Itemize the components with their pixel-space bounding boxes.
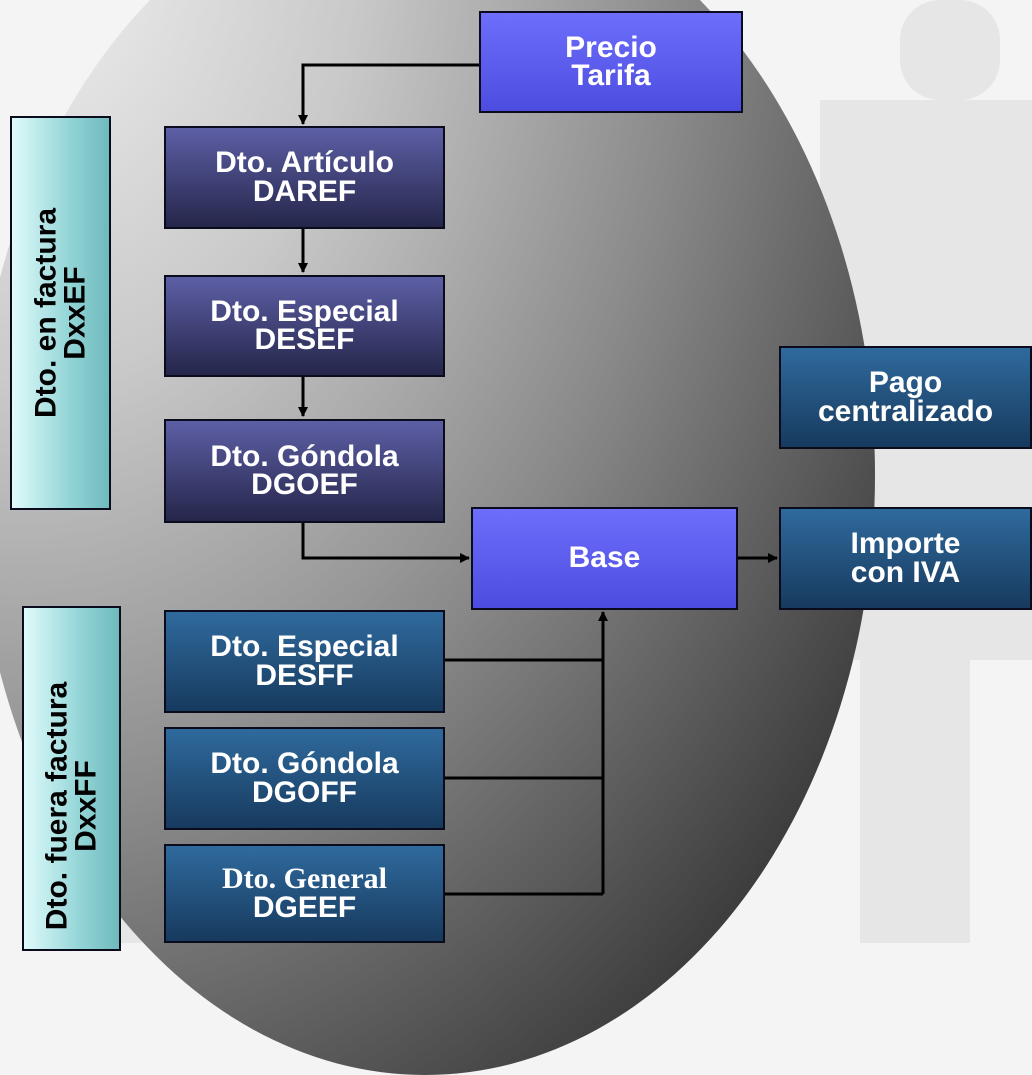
dto-especial-ff-line2: DESFF	[255, 658, 354, 692]
box-dto-gondola-ff: Dto. Góndola DGOFF	[164, 727, 445, 830]
precio-tarifa-line2: Tarifa	[571, 59, 651, 92]
box-importe-con-iva: Importe con IVA	[779, 507, 1032, 610]
precio-tarifa-line1: Precio	[565, 30, 657, 64]
box-pago-centralizado: Pago centralizado	[779, 346, 1032, 449]
importe-line1: Importe	[850, 527, 961, 560]
arrow-gondola-to-base	[301, 522, 470, 563]
box-dto-general: Dto. General DGEEF	[164, 844, 445, 943]
dto-gondola-ef-line1: Dto. Góndola	[210, 439, 399, 473]
box-dto-especial-ef: Dto. Especial DESEF	[164, 275, 445, 377]
box-dto-articulo: Dto. Artículo DAREF	[164, 126, 445, 229]
dto-articulo-line2: DAREF	[252, 174, 357, 208]
box-base: Base	[471, 507, 738, 610]
dto-gondola-ff-line2: DGOFF	[252, 775, 357, 809]
base-label: Base	[568, 541, 641, 575]
background-figure-leg	[860, 640, 970, 943]
dto-gondola-ef-line2: DGOEF	[251, 468, 358, 501]
label-dto-fuera-factura: Dto. fuera factura DxxFF	[22, 606, 121, 951]
pago-line1: Pago	[868, 366, 943, 399]
background-figure-head	[900, 0, 1000, 100]
dto-especial-ff-line1: Dto. Especial	[210, 630, 399, 663]
dto-general-line1: Dto. General	[222, 862, 387, 895]
arrow-precio-to-articulo	[298, 63, 480, 125]
dto-gondola-ff-line1: Dto. Góndola	[210, 747, 399, 780]
dto-general-line2: DGEEF	[252, 890, 357, 924]
box-precio-tarifa: Precio Tarifa	[479, 11, 743, 113]
dto-especial-ef-line1: Dto. Especial	[210, 294, 399, 328]
importe-line2: con IVA	[850, 555, 961, 589]
dto-articulo-line1: Dto. Artículo	[215, 146, 394, 179]
label-dto-en-factura: Dto. en factura DxxEF	[10, 116, 111, 510]
connector-layer	[298, 63, 778, 896]
box-dto-gondola-ef: Dto. Góndola DGOEF	[164, 419, 445, 523]
dto-especial-ef-line2: DESEF	[254, 323, 355, 356]
box-dto-especial-ff: Dto. Especial DESFF	[164, 610, 445, 713]
pago-line2: centralizado	[817, 394, 994, 428]
